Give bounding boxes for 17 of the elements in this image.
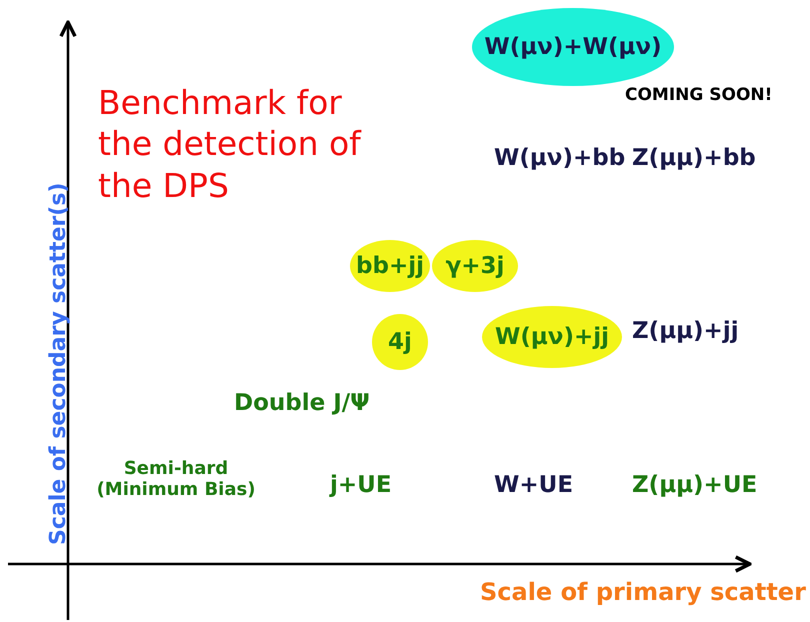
process-label: Z(μμ)+bb — [632, 145, 756, 171]
process-ellipse: W(μν)+W(μν) — [472, 8, 674, 86]
heading-text: Benchmark for the detection of the DPS — [98, 82, 362, 206]
axis-title: Scale of secondary scatter(s) — [46, 182, 71, 545]
process-ellipse: bb+jj — [350, 240, 430, 292]
process-label: Semi-hard (Minimum Bias) — [96, 458, 256, 500]
process-label: W+UE — [494, 472, 574, 498]
status-note: COMING SOON! — [625, 85, 772, 105]
process-label: j+UE — [330, 472, 392, 498]
process-ellipse: W(μν)+jj — [482, 306, 622, 368]
process-label: Z(μμ)+jj — [632, 318, 739, 344]
process-ellipse: 4j — [372, 314, 428, 370]
process-label: Z(μμ)+UE — [632, 472, 758, 498]
process-label: Double J/Ψ — [234, 390, 370, 416]
process-label: W(μν)+bb — [494, 145, 626, 171]
process-ellipse: γ+3j — [432, 240, 518, 292]
axis-title: Scale of primary scatter — [480, 578, 806, 606]
